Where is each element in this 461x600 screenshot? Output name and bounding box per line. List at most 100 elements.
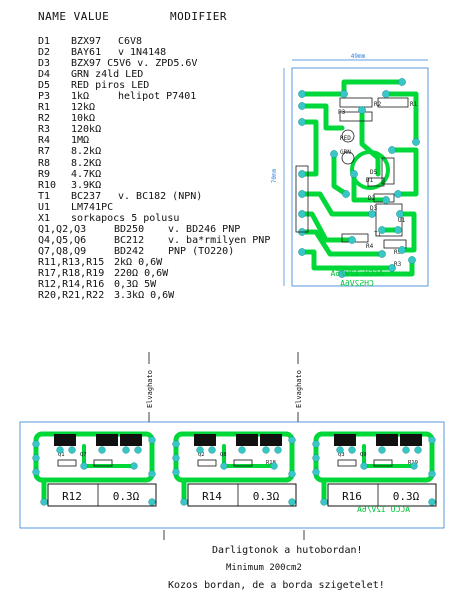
pad [414, 446, 422, 454]
part-value: 8.2kΩ [71, 146, 102, 158]
transistor-body [400, 434, 422, 446]
pad [382, 196, 390, 204]
sense-resistor-value: 0.3Ω [113, 490, 140, 503]
part-value: LM741PC [71, 201, 114, 213]
pad [360, 462, 368, 470]
pad [288, 436, 296, 444]
part-ref: R3 [38, 124, 51, 136]
power-board-pcb: R120.3ΩR140.3ΩR160.3ΩQ1Q7Q2Q8Q3Q9R18R19 … [19, 421, 445, 529]
cut-marks-bottom [163, 530, 305, 540]
part-value: 1kΩ [71, 91, 90, 103]
silk-label: P3 [338, 109, 346, 116]
resistor-small [93, 459, 113, 467]
pad [122, 446, 130, 454]
pad [288, 470, 296, 478]
terminal-block [295, 165, 309, 233]
pad [130, 462, 138, 470]
transistor-body [334, 434, 356, 446]
pad [298, 210, 306, 218]
part-value: BAY61 [71, 47, 102, 59]
pad [412, 138, 420, 146]
pad [396, 210, 404, 218]
pad [32, 468, 40, 476]
silk-label: Q2 [198, 452, 205, 458]
pad [312, 454, 320, 462]
part-ref: D3 [38, 58, 51, 70]
mirror-text-accu: ACCU 12V/6A [330, 269, 383, 278]
part-modifier: PNP (TO220) [168, 245, 235, 257]
silk-label: D5 [370, 169, 378, 176]
transistor-body [120, 434, 142, 446]
part-value: RED piros LED [71, 80, 150, 92]
pad [134, 446, 142, 454]
sense-resistor-ref: R12 [62, 490, 82, 503]
pad [298, 170, 306, 178]
board-height-dim: 70mm [271, 168, 278, 183]
part-ref: D5 [38, 80, 51, 92]
pad [98, 446, 106, 454]
part-ref: R10 [38, 179, 57, 191]
pad [172, 454, 180, 462]
pad [298, 90, 306, 98]
resistor-small [373, 459, 393, 467]
note-darlington: Darligtonok a hutobordan! [212, 545, 363, 556]
silk-label: RED [340, 135, 351, 142]
part-value: 220Ω 0,6W [114, 267, 169, 279]
pad [350, 170, 358, 178]
part-ref: R1 [38, 102, 51, 114]
cut-label-left: Elvaghato [146, 370, 154, 408]
part-modifier: helipot P7401 [118, 91, 197, 103]
silk-label: Q3 [338, 452, 345, 458]
pad [298, 118, 306, 126]
pad [368, 210, 376, 218]
silk-label: GRN [340, 149, 351, 156]
power-mirror-text: ACCU 12V/6A [357, 505, 410, 514]
pad [312, 440, 320, 448]
part-ref: R17,R18,R19 [38, 267, 105, 279]
part-value: GRN z4ld LED [71, 69, 144, 81]
sense-resistor-value: 0.3Ω [393, 490, 420, 503]
pad [298, 102, 306, 110]
pad [428, 436, 436, 444]
part-ref: R11,R13,R15 [38, 256, 105, 268]
pad [32, 440, 40, 448]
sense-resistor-ref: R16 [342, 490, 362, 503]
pad [410, 462, 418, 470]
part-value: 2kΩ 0,6W [114, 256, 163, 268]
part-value: 8.2KΩ [71, 157, 102, 169]
pad [320, 498, 328, 506]
pad [342, 190, 350, 198]
resistor-small [197, 459, 217, 467]
pad [340, 90, 348, 98]
pad [408, 256, 416, 264]
pad [382, 90, 390, 98]
pad [68, 446, 76, 454]
part-ref: R9 [38, 168, 51, 180]
part-modifier: v. ba*rmilyen PNP [168, 234, 271, 246]
part-value: BZX97 [71, 36, 102, 47]
part-value: 3.3kΩ 0,6W [114, 290, 175, 302]
part-ref: R2 [38, 113, 51, 125]
pad [298, 190, 306, 198]
part-value: BZX97 C5V6 v. ZPD5.6V [71, 58, 198, 70]
board-width-dim: 49mm [351, 53, 366, 60]
part-ref: T1 [38, 190, 51, 202]
part-ref: R8 [38, 157, 51, 169]
part-value: BD242 [114, 245, 145, 257]
silk-label: R4 [366, 243, 374, 250]
silk-label: R1 [410, 101, 418, 108]
part-ref: U1 [38, 201, 51, 213]
pad [148, 498, 156, 506]
transistor-body [376, 434, 398, 446]
pad [262, 446, 270, 454]
pad [348, 446, 356, 454]
pad [40, 498, 48, 506]
mirror-text-chs: CHS2V6A [340, 279, 374, 288]
part-value: 10kΩ [71, 113, 96, 125]
sense-resistor [327, 483, 437, 507]
pad [148, 436, 156, 444]
resistor-small [233, 459, 253, 467]
pad [428, 470, 436, 478]
transistor-body [96, 434, 118, 446]
